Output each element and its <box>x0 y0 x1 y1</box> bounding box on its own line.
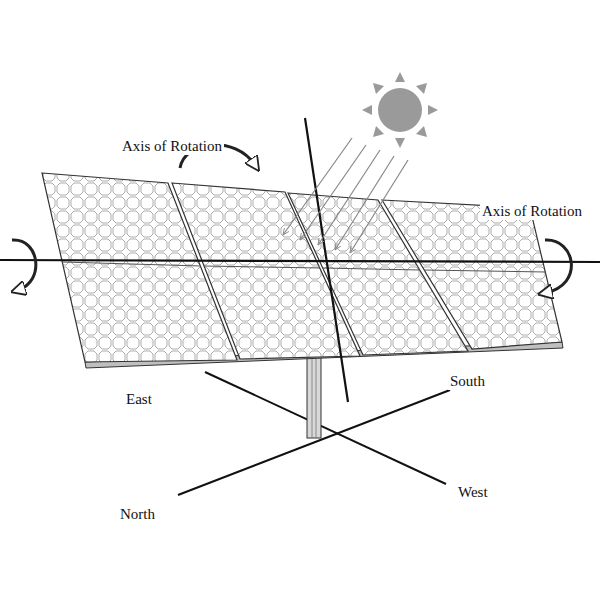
panel-seams <box>62 262 546 272</box>
direction-label: South <box>448 373 487 390</box>
sun-rays <box>283 138 408 253</box>
tilt-axis <box>305 118 348 402</box>
horizontal-axis <box>0 260 600 262</box>
support-pole <box>307 352 321 438</box>
solar-panels <box>42 173 562 362</box>
axis-label: Axis of Rotation <box>480 203 584 220</box>
direction-label: East <box>124 391 154 408</box>
direction-label: West <box>456 484 490 501</box>
axis-label: Axis of Rotation <box>120 138 224 155</box>
direction-label: North <box>118 506 157 523</box>
sun <box>362 72 438 148</box>
